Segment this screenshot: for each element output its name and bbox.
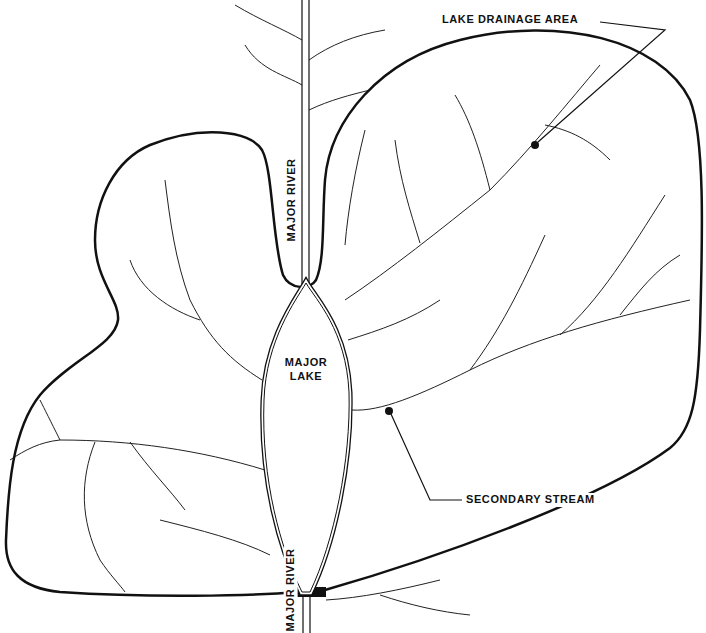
lake-shore <box>264 283 349 592</box>
lake-outline <box>256 280 356 598</box>
stream <box>84 442 125 592</box>
area-label: LAKE DRAINAGE AREA <box>440 13 580 27</box>
stream <box>165 180 262 380</box>
stream <box>380 595 470 615</box>
stream <box>395 140 420 243</box>
stream <box>620 255 680 315</box>
stream <box>130 442 185 510</box>
river-bank <box>308 0 309 284</box>
stream-label: SECONDARY STREAM <box>464 493 597 507</box>
stream <box>235 5 302 40</box>
stream <box>345 130 365 245</box>
stream <box>348 300 440 340</box>
stream <box>309 30 385 60</box>
leader-dot <box>385 407 393 415</box>
lake-name: MAJOR LAKE <box>276 356 336 384</box>
stream <box>560 195 665 335</box>
river-bank <box>301 0 302 284</box>
lake-shore <box>264 283 349 592</box>
river-label: MAJOR RIVER <box>284 157 298 244</box>
stream <box>455 95 490 190</box>
leader-lines <box>391 22 665 500</box>
stream <box>130 260 200 320</box>
stream <box>352 300 690 410</box>
stream <box>10 440 265 470</box>
stream <box>345 65 600 300</box>
river-bank <box>309 597 310 633</box>
stream <box>326 580 440 600</box>
leader-line <box>391 414 462 500</box>
stream <box>245 45 302 85</box>
river-bank <box>302 597 303 633</box>
stream <box>470 235 545 370</box>
leader-dot <box>531 141 539 149</box>
leader-line <box>538 22 665 142</box>
lake-shape: MAJOR LAKE <box>256 280 356 598</box>
stream <box>160 520 270 555</box>
stream <box>40 400 60 440</box>
streams <box>10 5 690 615</box>
lake-shore <box>264 283 349 592</box>
stream <box>545 125 610 160</box>
river-label: MAJOR RIVER <box>283 547 297 633</box>
drainage-boundary <box>6 30 702 595</box>
